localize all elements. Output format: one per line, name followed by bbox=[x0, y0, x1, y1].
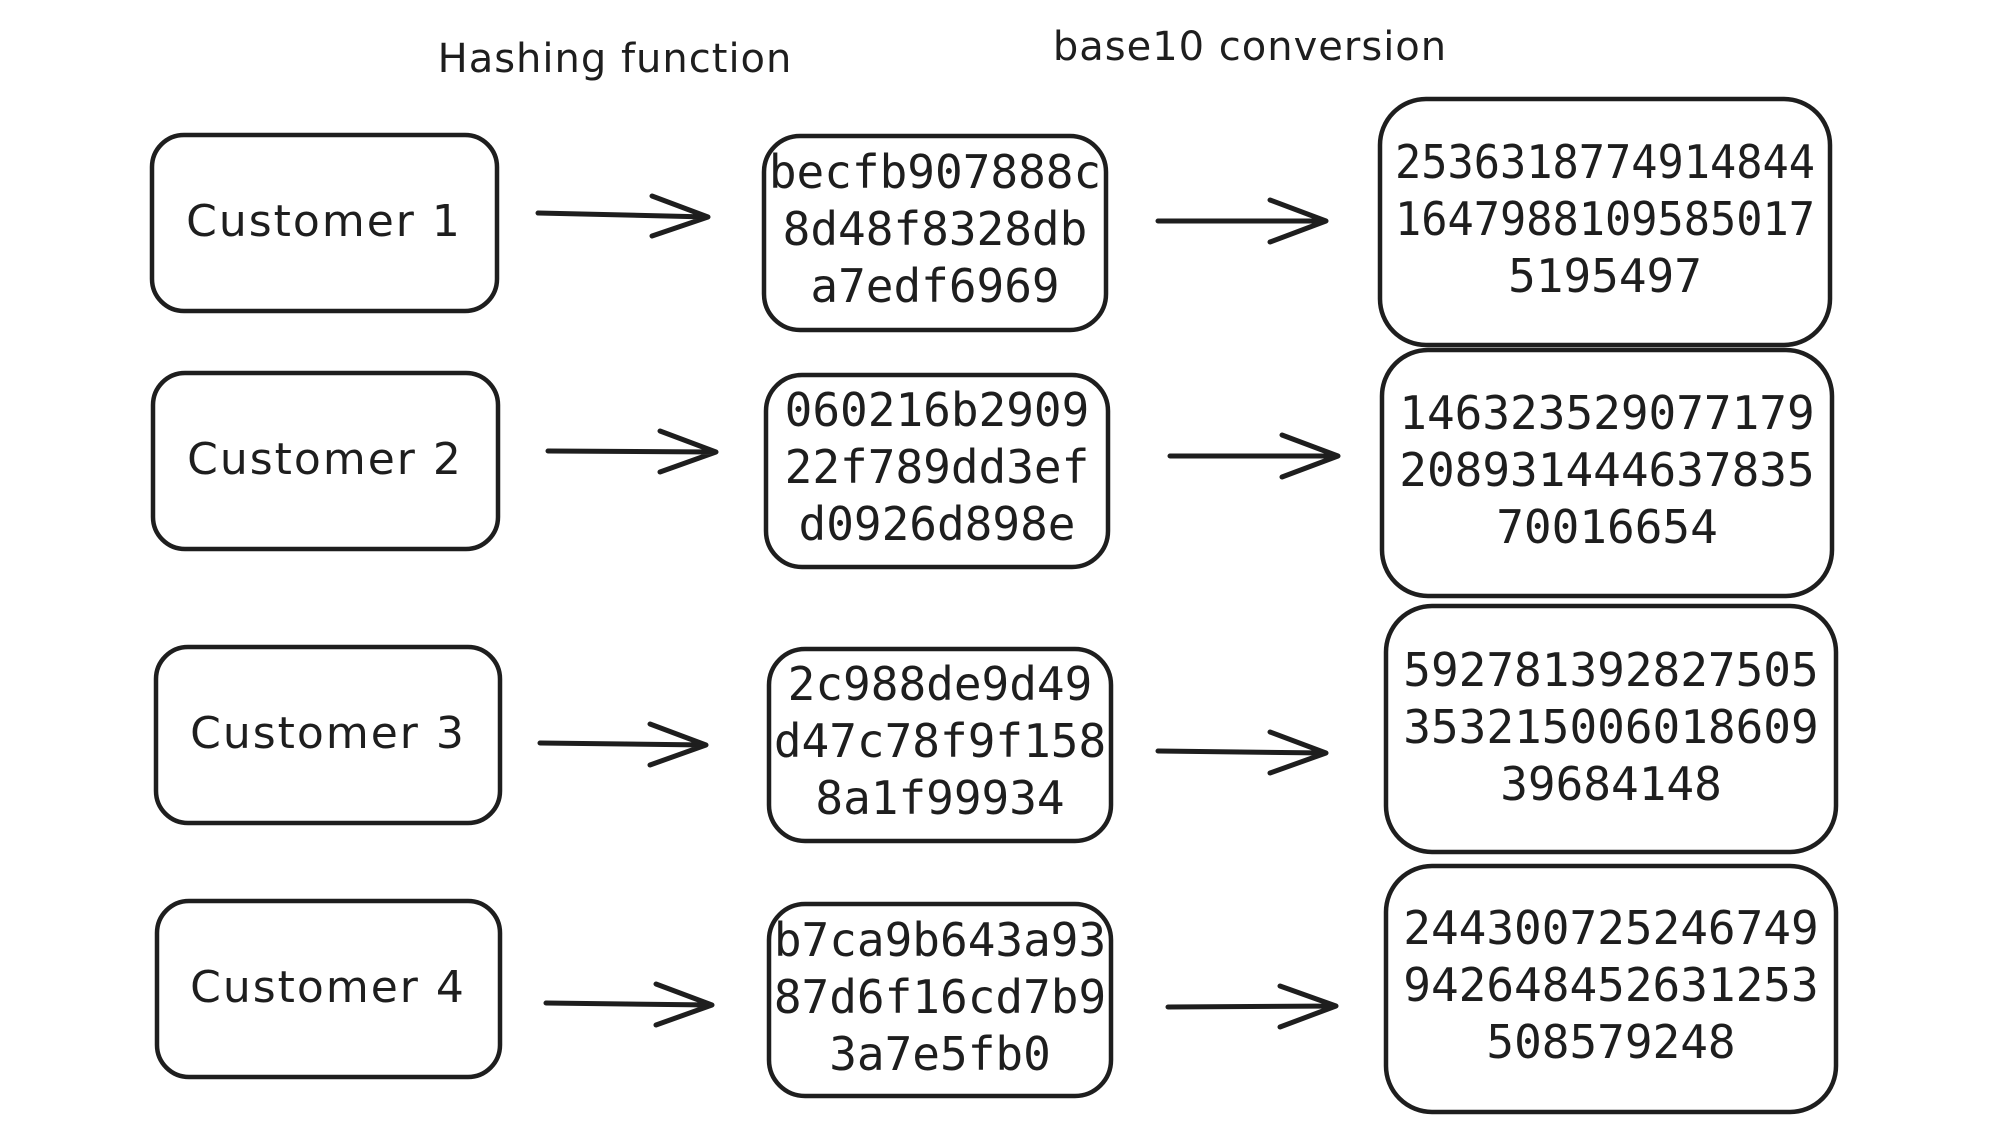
base10-box bbox=[1377, 96, 1833, 348]
customer-box bbox=[149, 132, 500, 314]
arrow-icon bbox=[545, 428, 719, 475]
customer-box bbox=[153, 644, 503, 826]
row-customer-4: Customer 4 b7ca9b643a93 87d6f16cd7b9 3a7… bbox=[154, 863, 1839, 1115]
row-customer-1: Customer 1 becfb907888c 8d48f8328db a7ed… bbox=[149, 96, 1833, 348]
hash-box bbox=[761, 133, 1109, 333]
base10-line: 1647988109585017 bbox=[1395, 192, 1815, 246]
base10-line: 5195497 bbox=[1508, 249, 1702, 303]
base10-box bbox=[1383, 603, 1839, 855]
arrow-icon bbox=[537, 721, 709, 768]
hash-line: 22f789dd3ef bbox=[785, 440, 1090, 494]
base10-line: 508579248 bbox=[1486, 1015, 1735, 1069]
base10-line: 244300725246749 bbox=[1403, 901, 1818, 955]
hash-line: b7ca9b643a93 bbox=[774, 913, 1106, 967]
hash-box bbox=[763, 372, 1111, 570]
hash-box bbox=[766, 646, 1114, 844]
base10-box bbox=[1383, 863, 1839, 1115]
base10-box bbox=[1379, 347, 1835, 599]
customer-label: Customer 2 bbox=[187, 434, 463, 485]
arrow-icon bbox=[543, 981, 715, 1028]
hash-line: 8a1f99934 bbox=[815, 771, 1064, 825]
arrow-icon bbox=[535, 193, 711, 239]
hash-line: 2c988de9d49 bbox=[788, 657, 1093, 711]
arrow-icon bbox=[1165, 983, 1339, 1030]
customer-label: Customer 1 bbox=[186, 196, 462, 247]
hash-line: becfb907888c bbox=[769, 145, 1101, 199]
base10-conversion-header: base10 conversion bbox=[1053, 24, 1447, 70]
hash-line: a7edf6969 bbox=[810, 259, 1059, 313]
arrow-icon bbox=[1167, 432, 1341, 480]
hash-line: d0926d898e bbox=[799, 497, 1076, 551]
hash-line: 8d48f8328db bbox=[783, 202, 1088, 256]
hash-line: 3a7e5fb0 bbox=[829, 1027, 1051, 1081]
base10-line: 353215006018609 bbox=[1403, 700, 1818, 754]
base10-line: 146323529077179 bbox=[1399, 386, 1814, 440]
hash-line: 060216b2909 bbox=[785, 383, 1090, 437]
row-customer-2: Customer 2 060216b2909 22f789dd3ef d0926… bbox=[150, 347, 1835, 599]
base10-line: 208931444637835 bbox=[1399, 443, 1814, 497]
arrow-icon bbox=[1155, 197, 1329, 245]
hash-line: d47c78f9f158 bbox=[774, 714, 1106, 768]
customer-box bbox=[154, 898, 503, 1080]
row-customer-3: Customer 3 2c988de9d49 d47c78f9f158 8a1f… bbox=[153, 603, 1839, 855]
hash-line: 87d6f16cd7b9 bbox=[774, 970, 1106, 1024]
customer-label: Customer 3 bbox=[190, 708, 466, 759]
arrow-icon bbox=[1155, 729, 1329, 776]
hash-box bbox=[766, 901, 1114, 1099]
base10-line: 2536318774914844 bbox=[1395, 135, 1815, 189]
customer-box bbox=[150, 370, 501, 552]
base10-line: 39684148 bbox=[1500, 757, 1722, 811]
base10-line: 592781392827505 bbox=[1403, 643, 1818, 697]
base10-line: 942648452631253 bbox=[1403, 958, 1818, 1012]
base10-line: 70016654 bbox=[1496, 500, 1718, 554]
customer-label: Customer 4 bbox=[190, 962, 466, 1013]
hashing-function-header: Hashing function bbox=[438, 36, 793, 82]
